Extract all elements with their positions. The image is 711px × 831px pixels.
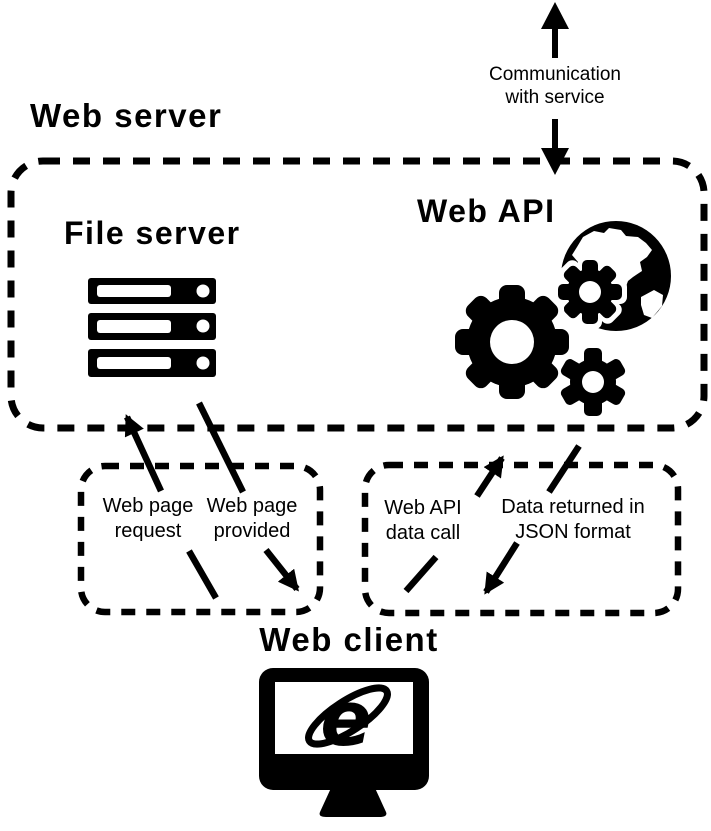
server-rack-icon — [88, 278, 216, 377]
internet-explorer-icon: e — [305, 674, 391, 763]
server-led — [196, 356, 210, 370]
ie-orbit-ring — [305, 684, 391, 748]
file-server-title: File server — [64, 215, 241, 251]
gear-hole — [582, 371, 604, 393]
web-server-box — [7, 157, 708, 432]
server-slot — [97, 320, 171, 333]
provided-arrow-head-segment — [263, 547, 300, 592]
double-vertical-arrow-icon — [541, 2, 569, 175]
web-page-provided-label: Web page provided — [207, 494, 298, 544]
gear-large-icon — [450, 280, 574, 404]
request-arrow-head-segment — [124, 414, 164, 493]
web-page-request-line2: request — [114, 520, 182, 542]
communication-label-line1: Communication — [489, 64, 621, 85]
data-call-arrow-head-segment — [474, 455, 505, 498]
server-slot — [97, 357, 171, 369]
returned-arrow-head-segment — [483, 541, 520, 595]
request-arrow-tail — [186, 549, 219, 600]
data-returned-line2: JSON format — [515, 521, 631, 543]
page-flow-box — [77, 462, 324, 616]
data-call-arrow-tail — [403, 554, 439, 594]
web-client-title: Web client — [259, 621, 439, 658]
returned-arrow-tail — [546, 444, 582, 494]
web-page-provided-line1: Web page — [206, 495, 298, 517]
web-api-title: Web API — [417, 193, 556, 229]
globe-landmass — [641, 290, 663, 318]
comm-down-arrowhead — [541, 148, 569, 175]
api-data-call-arrow — [403, 455, 505, 594]
web-page-request-arrow — [124, 414, 219, 600]
communication-label-line2: with service — [505, 87, 605, 108]
api-data-call-line2: data call — [385, 522, 461, 544]
web-page-request-line1: Web page — [102, 495, 194, 517]
web-page-request-label: Web page request — [103, 494, 194, 544]
ie-letter-e: e — [320, 674, 372, 763]
gear-hole — [579, 281, 601, 303]
server-led — [196, 284, 210, 298]
api-data-call-label: Web API data call — [384, 496, 461, 546]
provided-arrow-tail — [196, 401, 246, 494]
monitor-stand — [319, 788, 387, 817]
web-page-provided-arrow — [196, 401, 300, 592]
gear-small-bottom-icon — [560, 348, 626, 416]
web-page-provided-line2: provided — [213, 520, 291, 542]
api-data-call-line1: Web API — [384, 497, 462, 519]
api-flow-box — [361, 461, 682, 617]
data-returned-line1: Data returned in — [501, 496, 645, 518]
server-slot — [97, 285, 171, 297]
gear-hole — [490, 320, 534, 364]
comm-up-arrowhead — [541, 2, 569, 29]
data-returned-label: Data returned in JSON format — [501, 495, 644, 545]
server-led — [196, 319, 210, 333]
communication-label: Communication with service — [489, 63, 621, 109]
data-returned-arrow — [483, 444, 582, 595]
gear-small-top-icon — [553, 255, 627, 329]
web-server-title: Web server — [30, 97, 223, 134]
